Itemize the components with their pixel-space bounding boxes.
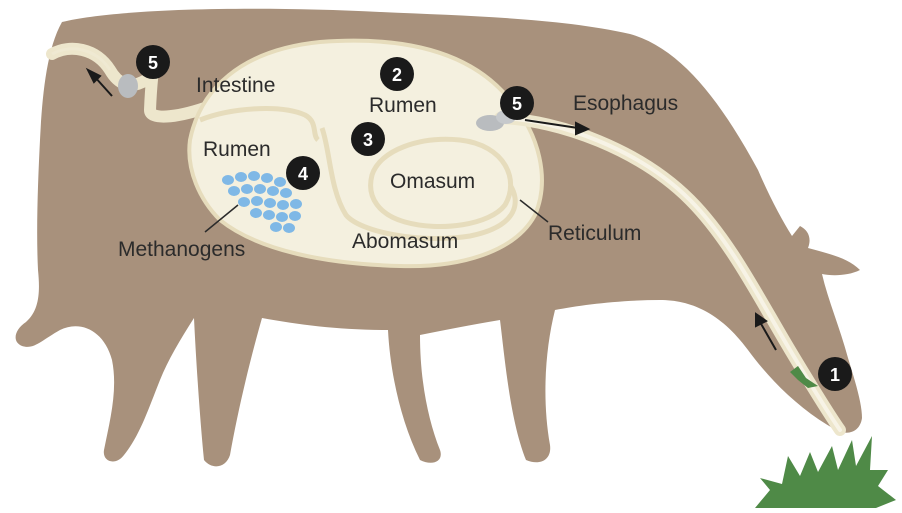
gas-puff-rear [118, 74, 138, 98]
marker-4: 4 [286, 156, 320, 190]
svg-text:5: 5 [148, 53, 158, 73]
label-rumen-left: Rumen [203, 138, 271, 161]
marker-5-rear: 5 [136, 45, 170, 79]
svg-text:2: 2 [392, 65, 402, 85]
label-methanogens: Methanogens [118, 238, 245, 261]
label-abomasum: Abomasum [352, 230, 458, 253]
label-intestine: Intestine [196, 74, 275, 97]
label-esophagus: Esophagus [573, 92, 678, 115]
svg-text:1: 1 [830, 365, 840, 385]
svg-text:4: 4 [298, 164, 308, 184]
marker-3: 3 [351, 122, 385, 156]
label-omasum: Omasum [390, 170, 475, 193]
svg-text:5: 5 [512, 94, 522, 114]
marker-1: 1 [818, 357, 852, 391]
label-rumen-top: Rumen [369, 94, 437, 117]
marker-2: 2 [380, 57, 414, 91]
label-reticulum: Reticulum [548, 222, 641, 245]
marker-5-front: 5 [500, 86, 534, 120]
svg-text:3: 3 [363, 130, 373, 150]
grass-tuft [755, 436, 896, 508]
